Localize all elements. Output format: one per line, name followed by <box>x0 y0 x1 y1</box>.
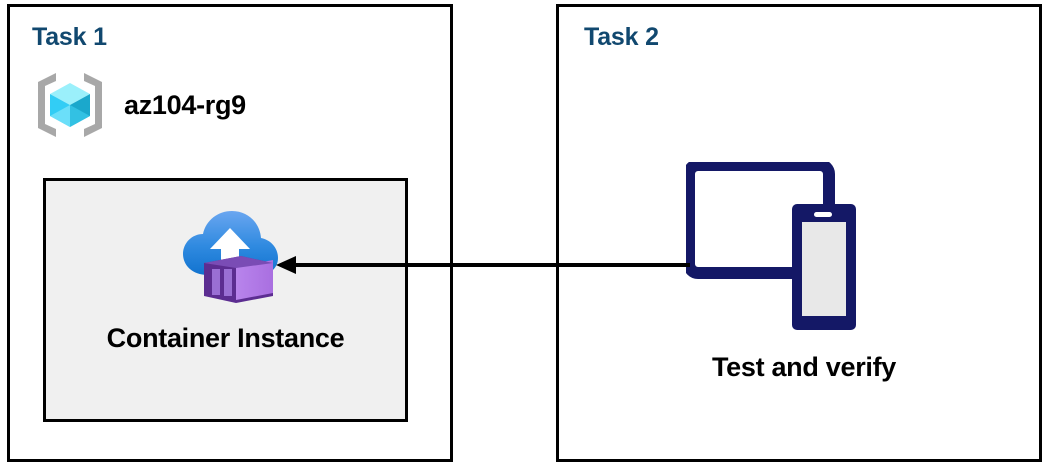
panel-task1: Task 1 <box>7 4 453 462</box>
panel-task2-title: Task 2 <box>584 23 659 51</box>
resource-group-row: az104-rg9 <box>32 69 246 141</box>
devices-label: Test and verify <box>711 352 897 382</box>
azure-resource-group-icon <box>32 69 108 141</box>
container-instance-box: Container Instance <box>43 178 408 422</box>
panel-task2: Task 2 Test and verify <box>556 4 1042 462</box>
container-instance-label: Container Instance <box>106 323 345 353</box>
panel-task1-title: Task 1 <box>32 23 107 51</box>
tablet-and-phone-icon <box>686 162 886 342</box>
resource-group-label: az104-rg9 <box>124 89 246 120</box>
